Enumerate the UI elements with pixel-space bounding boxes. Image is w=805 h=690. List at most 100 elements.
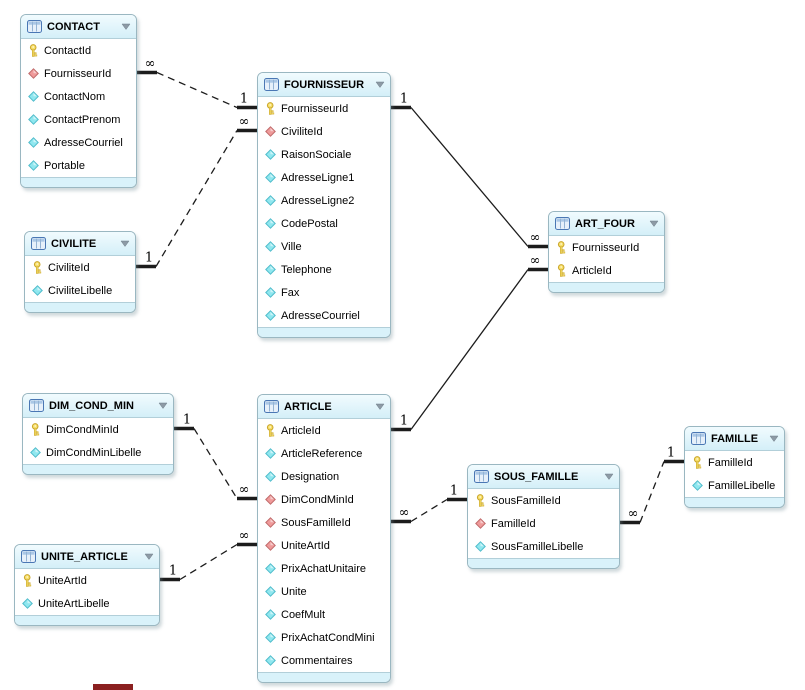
relationship-line[interactable] — [179, 543, 238, 581]
column-row[interactable]: UniteArtLibelle — [15, 592, 159, 615]
table-contact[interactable]: CONTACT ContactId FournisseurId ContactN… — [20, 14, 137, 188]
column-name: DimCondMinLibelle — [46, 446, 142, 459]
column-row[interactable]: CoefMult — [258, 603, 390, 626]
table-header[interactable]: CONTACT — [21, 15, 136, 39]
column-row[interactable]: CiviliteId — [258, 120, 390, 143]
column-name: SousFamilleId — [491, 494, 561, 507]
column-row[interactable]: FamilleLibelle — [685, 474, 784, 497]
column-row[interactable]: SousFamilleLibelle — [468, 535, 619, 558]
column-row[interactable]: CiviliteLibelle — [25, 279, 135, 302]
column-row[interactable]: SousFamilleId — [468, 489, 619, 512]
column-row[interactable]: ContactPrenom — [21, 108, 136, 131]
column-row[interactable]: SousFamilleId — [258, 511, 390, 534]
table-unite_article[interactable]: UNITE_ARTICLE UniteArtId UniteArtLibelle — [14, 544, 160, 626]
table-famille[interactable]: FAMILLE FamilleId FamilleLibelle — [684, 426, 785, 508]
column-row[interactable]: DimCondMinId — [258, 488, 390, 511]
primary-key-icon — [475, 493, 486, 508]
column-name: ContactNom — [44, 90, 106, 103]
column-row[interactable]: AdresseLigne1 — [258, 166, 390, 189]
table-icon — [555, 217, 570, 230]
relationship-line[interactable] — [156, 71, 238, 109]
column-row[interactable]: FamilleId — [468, 512, 619, 535]
table-header[interactable]: FAMILLE — [685, 427, 784, 451]
relationship-line[interactable] — [410, 498, 448, 523]
attribute-icon — [265, 655, 276, 666]
column-row[interactable]: CodePostal — [258, 212, 390, 235]
collapse-arrow-icon[interactable] — [649, 220, 659, 228]
table-header[interactable]: DIM_COND_MIN — [23, 394, 173, 418]
primary-key-icon — [28, 43, 39, 58]
primary-key-icon — [22, 573, 33, 588]
table-header[interactable]: UNITE_ARTICLE — [15, 545, 159, 569]
attribute-icon — [265, 563, 276, 574]
collapse-arrow-icon[interactable] — [604, 473, 614, 481]
column-name: Portable — [44, 159, 85, 172]
table-header[interactable]: ARTICLE — [258, 395, 390, 419]
column-row[interactable]: FamilleId — [685, 451, 784, 474]
column-name: Designation — [281, 470, 340, 483]
collapse-arrow-icon[interactable] — [120, 240, 130, 248]
column-row[interactable]: ContactNom — [21, 85, 136, 108]
column-name: UniteArtId — [281, 539, 330, 552]
column-name: CoefMult — [281, 608, 326, 621]
column-row[interactable]: AdresseCourriel — [21, 131, 136, 154]
attribute-icon — [265, 310, 276, 321]
table-header[interactable]: FOURNISSEUR — [258, 73, 390, 97]
collapse-arrow-icon[interactable] — [375, 403, 385, 411]
primary-key-icon — [32, 260, 43, 275]
attribute-icon — [265, 632, 276, 643]
column-row[interactable]: ContactId — [21, 39, 136, 62]
primary-key-icon — [556, 240, 567, 255]
table-sous_famille[interactable]: SOUS_FAMILLE SousFamilleId FamilleId Sou… — [467, 464, 620, 569]
column-row[interactable]: Unite — [258, 580, 390, 603]
table-title: ARTICLE — [284, 400, 332, 413]
relationship-line[interactable] — [410, 107, 529, 247]
column-row[interactable]: PrixAchatCondMini — [258, 626, 390, 649]
collapse-arrow-icon[interactable] — [158, 402, 168, 410]
relationship-line[interactable] — [155, 130, 238, 267]
column-name: SousFamilleId — [281, 516, 351, 529]
table-title: FOURNISSEUR — [284, 78, 365, 91]
table-header[interactable]: SOUS_FAMILLE — [468, 465, 619, 489]
column-row[interactable]: UniteArtId — [258, 534, 390, 557]
column-row[interactable]: ArticleId — [258, 419, 390, 442]
column-row[interactable]: DimCondMinId — [23, 418, 173, 441]
column-row[interactable]: AdresseLigne2 — [258, 189, 390, 212]
table-header[interactable]: ART_FOUR — [549, 212, 664, 236]
table-footer — [15, 615, 159, 625]
relationship-line[interactable] — [639, 461, 665, 523]
column-row[interactable]: Portable — [21, 154, 136, 177]
column-row[interactable]: DimCondMinLibelle — [23, 441, 173, 464]
table-art_four[interactable]: ART_FOUR FournisseurId ArticleId — [548, 211, 665, 293]
column-row[interactable]: ArticleId — [549, 259, 664, 282]
relationship-line[interactable] — [193, 428, 238, 499]
column-row[interactable]: PrixAchatUnitaire — [258, 557, 390, 580]
column-row[interactable]: FournisseurId — [21, 62, 136, 85]
collapse-arrow-icon[interactable] — [769, 435, 779, 443]
column-name: ArticleId — [281, 424, 321, 437]
table-footer — [25, 302, 135, 312]
column-row[interactable]: Ville — [258, 235, 390, 258]
table-dim_cond_min[interactable]: DIM_COND_MIN DimCondMinId DimCondMinLibe… — [22, 393, 174, 475]
column-row[interactable]: RaisonSociale — [258, 143, 390, 166]
collapse-arrow-icon[interactable] — [121, 23, 131, 31]
primary-key-icon — [30, 422, 41, 437]
column-row[interactable]: Commentaires — [258, 649, 390, 672]
column-row[interactable]: ArticleReference — [258, 442, 390, 465]
column-row[interactable]: Fax — [258, 281, 390, 304]
column-row[interactable]: AdresseCourriel — [258, 304, 390, 327]
column-row[interactable]: Telephone — [258, 258, 390, 281]
table-article[interactable]: ARTICLE ArticleId ArticleReference Desig… — [257, 394, 391, 683]
collapse-arrow-icon[interactable] — [144, 553, 154, 561]
relationship-line[interactable] — [410, 269, 529, 430]
column-row[interactable]: Designation — [258, 465, 390, 488]
table-header[interactable]: CIVILITE — [25, 232, 135, 256]
column-row[interactable]: FournisseurId — [549, 236, 664, 259]
collapse-arrow-icon[interactable] — [375, 81, 385, 89]
column-row[interactable]: CiviliteId — [25, 256, 135, 279]
column-row[interactable]: FournisseurId — [258, 97, 390, 120]
column-row[interactable]: UniteArtId — [15, 569, 159, 592]
table-fournisseur[interactable]: FOURNISSEUR FournisseurId CiviliteId Rai… — [257, 72, 391, 338]
table-civilite[interactable]: CIVILITE CiviliteId CiviliteLibelle — [24, 231, 136, 313]
